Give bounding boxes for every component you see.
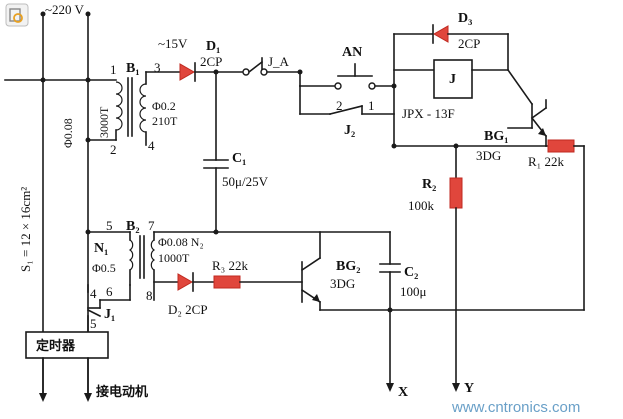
label-t7: 7: [148, 218, 155, 233]
label-bg2-type: 3DG: [330, 276, 355, 291]
label-y: Y: [464, 381, 474, 396]
d2-diode: [153, 272, 215, 292]
label-t6: 6: [106, 284, 113, 299]
label-c2-val: 100μ: [400, 284, 427, 299]
d1-diode: [145, 62, 219, 82]
label-x: X: [398, 385, 408, 400]
an-button: [299, 63, 397, 90]
j1-contact: [86, 284, 131, 333]
label-r2-val: 100k: [408, 198, 435, 213]
label-an: AN: [342, 45, 362, 60]
label-pin2: 2: [336, 98, 343, 113]
label-timer: 定时器: [35, 338, 76, 354]
label-pin1: 1: [368, 98, 375, 113]
label-t8: 8: [146, 288, 153, 303]
label-sec-wire: Φ0.2: [152, 99, 176, 113]
label-ja: J_A: [268, 54, 290, 69]
transistor-bg2: [213, 231, 585, 313]
label-c2: C₂: [404, 265, 418, 280]
label-relay: J: [449, 72, 456, 87]
label-c1-val: 50μ/25V: [222, 174, 269, 189]
c1-capacitor: [203, 71, 229, 235]
label-n1-wire: Φ0.5: [92, 261, 116, 275]
label-b2: B₂: [126, 219, 140, 234]
label-bg2: BG₂: [336, 259, 360, 274]
label-c1: C₁: [232, 151, 246, 166]
label-bg1-type: 3DG: [476, 148, 501, 163]
label-pri-wire: Φ0.08: [61, 118, 75, 148]
label-d3: D₃: [458, 11, 472, 26]
label-t5b: 5: [90, 316, 97, 331]
c2-capacitor: [379, 231, 401, 392]
label-r2: R₂: [422, 177, 436, 192]
watermark-text: www.cntronics.com: [451, 399, 580, 416]
label-d2: D₂ 2CP: [168, 302, 208, 317]
label-t4b: 4: [90, 286, 97, 301]
label-t4: 4: [148, 138, 155, 153]
transformer-b2: [85, 229, 215, 301]
label-j1: J₁: [104, 307, 115, 322]
label-n2-turns: 1000T: [158, 251, 190, 265]
r2-resistor: [449, 145, 463, 392]
label-bg1: BG₁: [484, 129, 508, 144]
transistor-bg1: [393, 103, 548, 147]
relay-coil: [391, 33, 534, 149]
label-t1: 1: [110, 62, 117, 77]
label-t3: 3: [154, 60, 161, 75]
transformer-b1: [85, 71, 147, 146]
label-b1: B₁: [126, 61, 140, 76]
d3-diode: [393, 24, 509, 44]
label-r3: R₃ 22k: [212, 258, 248, 273]
label-r1: R₁ 22k: [528, 154, 564, 169]
label-t5: 5: [106, 218, 113, 233]
label-n1: N₁: [94, 241, 108, 256]
label-sec-turns: 210T: [152, 114, 178, 128]
label-d3-type: 2CP: [458, 36, 480, 51]
app-corner-icon: [5, 3, 29, 27]
j2-contact: [299, 85, 395, 115]
label-n2-wire: Φ0.08 N₂: [158, 235, 204, 249]
label-d1-type: 2CP: [200, 54, 222, 69]
label-core-area: S₁ = 12 × 16cm²: [18, 187, 33, 272]
ja-contact: [215, 57, 303, 76]
label-d1: D₁: [206, 39, 220, 54]
r1-resistor: [453, 99, 585, 311]
label-relay-type: JPX - 13F: [402, 106, 455, 121]
r3-resistor: [213, 275, 303, 289]
label-supply: ~220 V: [45, 2, 85, 17]
label-sec-voltage: ~15V: [158, 36, 188, 51]
timer-box: [25, 331, 109, 396]
label-motor: 接电动机: [96, 384, 148, 400]
label-t2: 2: [110, 142, 117, 157]
label-j2: J₂: [344, 123, 355, 138]
label-pri-turns: 3000T: [97, 106, 111, 138]
